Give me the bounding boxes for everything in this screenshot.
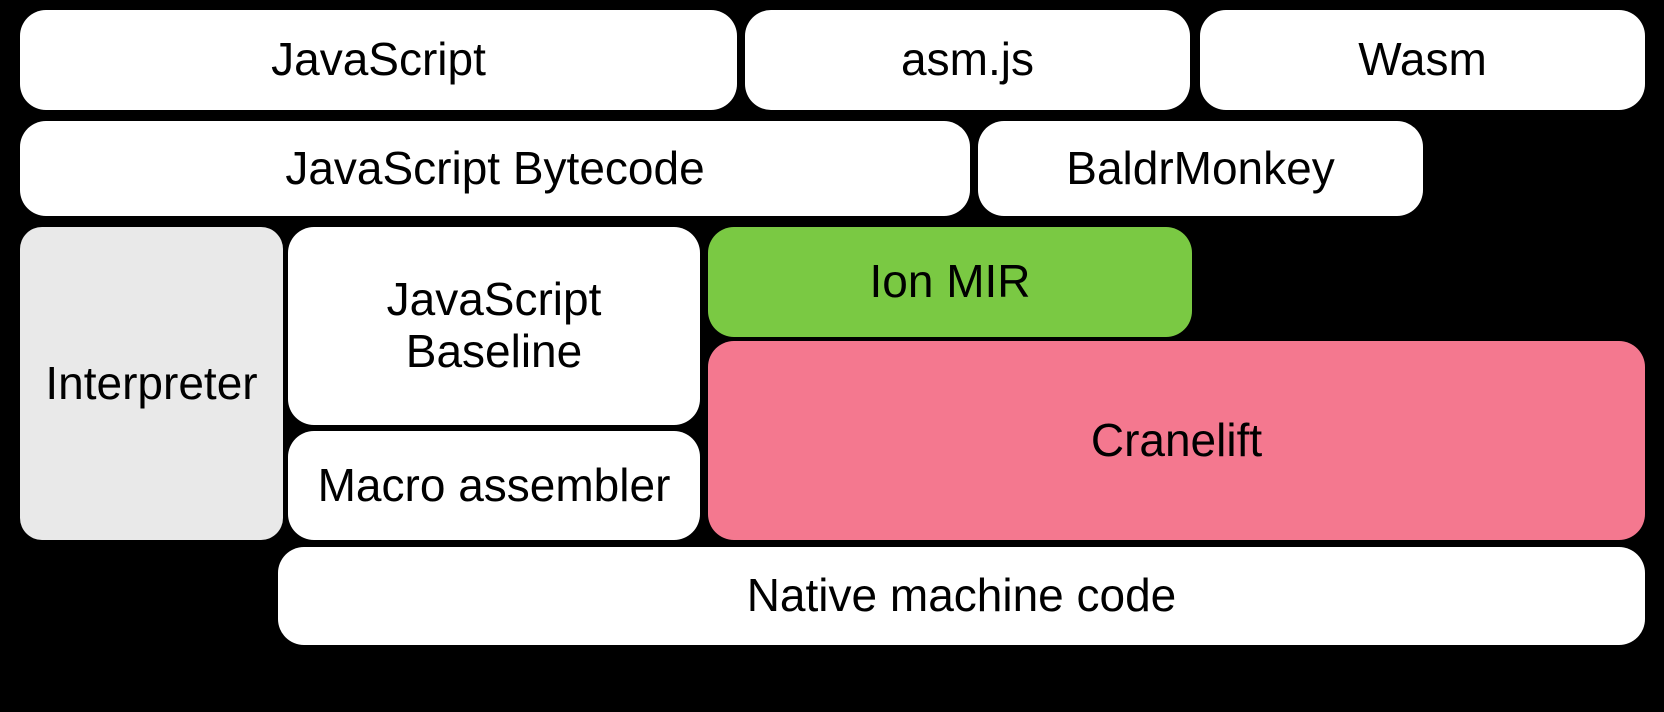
node-macro-assembler: Macro assembler xyxy=(288,431,700,540)
node-interpreter: Interpreter xyxy=(20,227,283,540)
node-ion-mir: Ion MIR xyxy=(708,227,1192,337)
node-cranelift: Cranelift xyxy=(708,341,1645,540)
node-native-machine-code: Native machine code xyxy=(278,547,1645,645)
node-asm-js: asm.js xyxy=(745,10,1190,110)
node-baldrmonkey: BaldrMonkey xyxy=(978,121,1423,216)
node-wasm: Wasm xyxy=(1200,10,1645,110)
node-javascript-bytecode: JavaScript Bytecode xyxy=(20,121,970,216)
node-javascript-baseline: JavaScript Baseline xyxy=(288,227,700,425)
node-javascript: JavaScript xyxy=(20,10,737,110)
